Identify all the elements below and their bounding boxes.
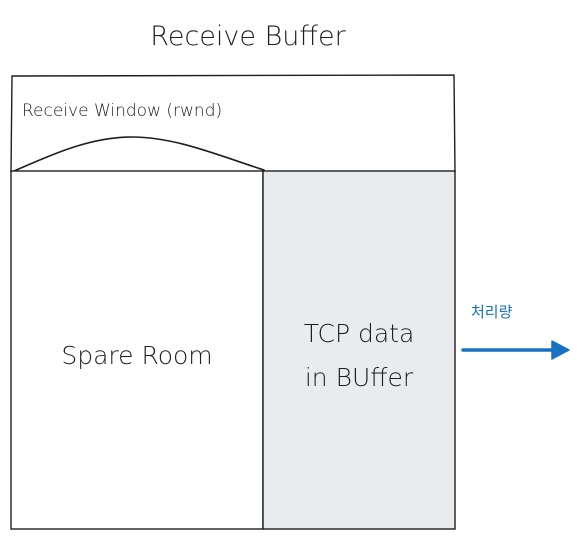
tcp-data-label-line-1: TCP data [304,319,415,348]
tcp-data-label-line-2: in BUffer [305,363,414,392]
throughput-label: 처리량 [471,303,513,321]
rwnd-bracket-curve [13,136,265,172]
diagram-title: Receive Buffer [150,21,346,52]
receive-window-box [10,74,456,173]
tcp-data-region [262,170,456,530]
receive-window-label: Receive Window (rwnd) [22,101,222,121]
throughput-arrow-head [551,340,570,360]
spare-room-label: Spare Room [61,341,212,370]
spare-room-region [10,170,264,530]
